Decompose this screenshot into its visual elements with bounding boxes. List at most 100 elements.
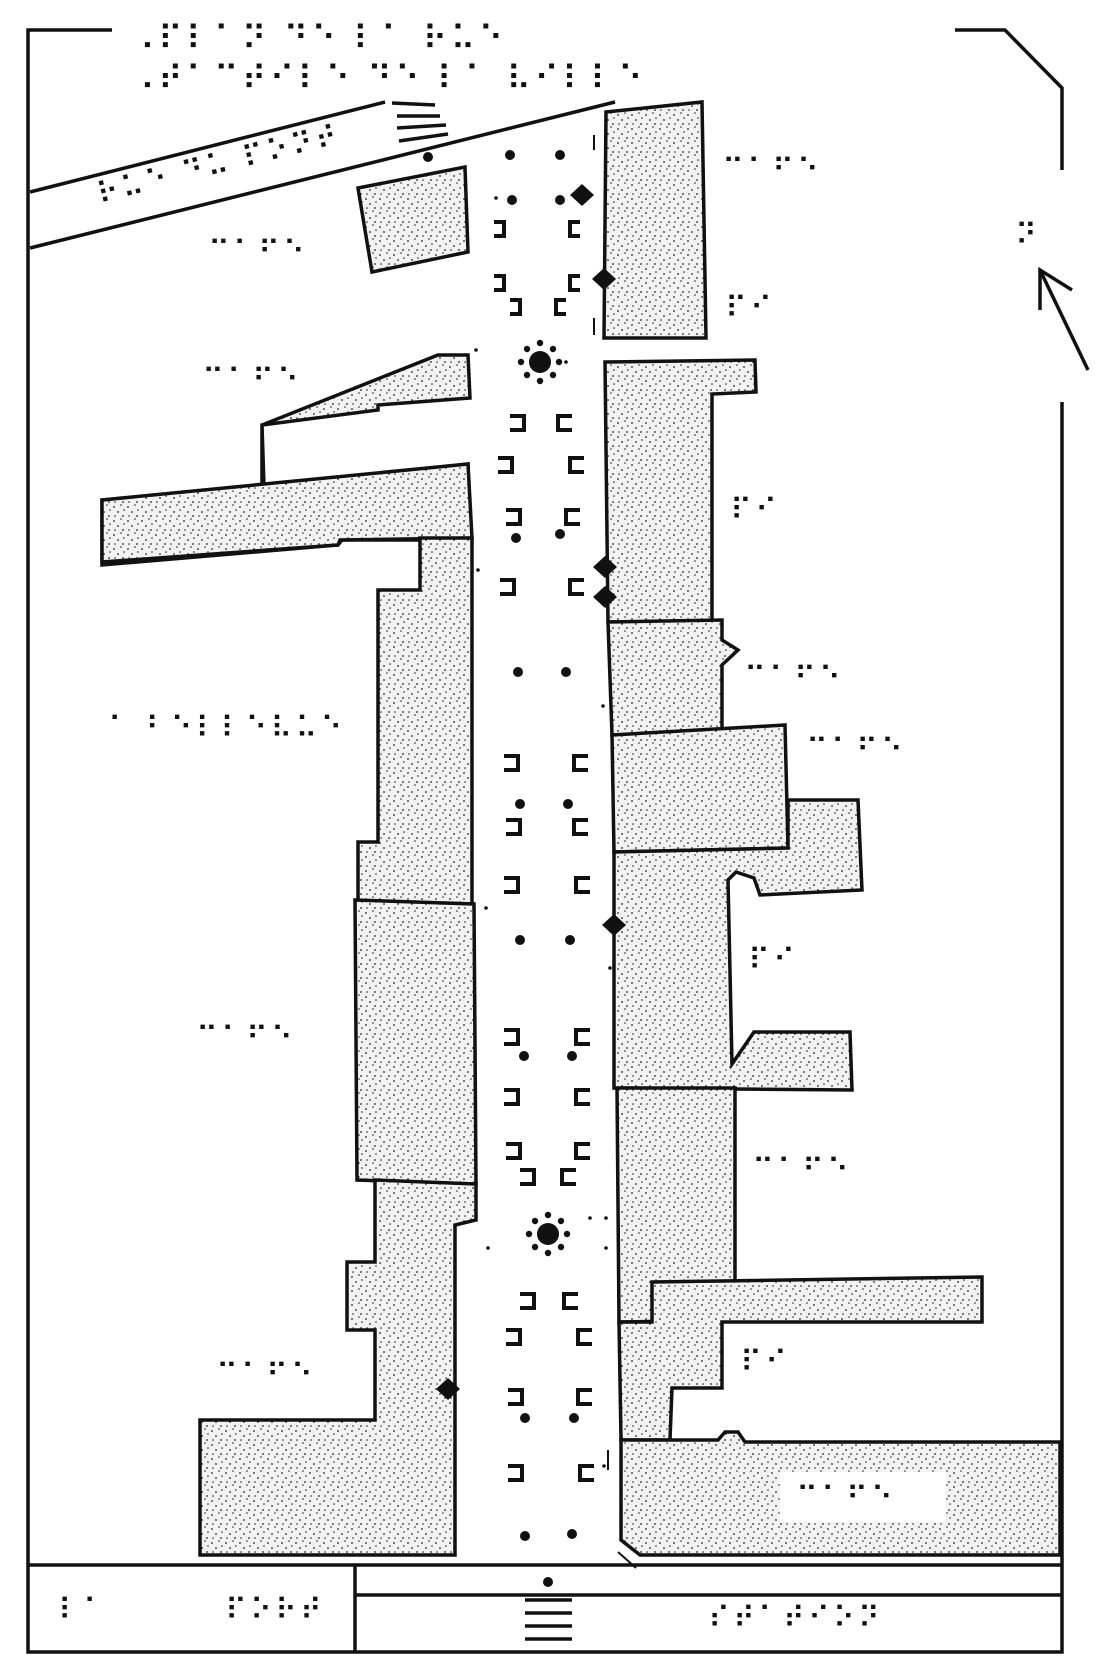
bench-icon bbox=[574, 1028, 590, 1046]
label-10: ⠉⠁⠋⠑ bbox=[752, 1153, 852, 1188]
bottom-left-label-1: ⠇⠁ bbox=[58, 1593, 108, 1628]
building bbox=[353, 898, 478, 1186]
label-1: ⠉⠁⠋⠑ bbox=[722, 153, 822, 188]
bench-icon bbox=[500, 578, 516, 596]
tree-icon bbox=[519, 1051, 529, 1061]
bench-icon bbox=[508, 1388, 524, 1406]
bench-icon bbox=[506, 508, 522, 526]
bench-icon bbox=[520, 1292, 536, 1310]
bench-icon bbox=[568, 274, 580, 292]
label-13: ⠉⠁⠋⠑ bbox=[796, 1481, 896, 1516]
entrance-icon bbox=[592, 268, 616, 290]
tree-icon bbox=[569, 1413, 579, 1423]
bench-icon bbox=[504, 1028, 520, 1046]
tree-icon bbox=[555, 529, 565, 539]
map-title-line-2: ⠠⠞⠁⠉⠞⠊⠇⠑ ⠙⠑ ⠇⠁ ⠧⠊⠇⠇⠑ bbox=[130, 59, 646, 99]
bench-icon bbox=[504, 1088, 520, 1106]
crosswalk-top-icon bbox=[391, 101, 449, 143]
bench-icon bbox=[560, 1168, 576, 1186]
building bbox=[617, 1275, 984, 1442]
building bbox=[356, 536, 474, 906]
fountain-icon bbox=[517, 339, 563, 385]
bench-icon bbox=[506, 1142, 522, 1160]
crosswalk-bottom-icon bbox=[525, 1598, 572, 1641]
label-4: ⠉⠁⠋⠑ bbox=[202, 363, 302, 398]
label-6: ⠉⠁⠋⠑ bbox=[744, 661, 844, 696]
curb-marks bbox=[593, 135, 637, 1569]
entrance-icon bbox=[570, 184, 594, 206]
tree-icon bbox=[567, 1051, 577, 1061]
tree-icon bbox=[505, 150, 515, 160]
bench-icon bbox=[576, 1328, 592, 1346]
bench-icon bbox=[574, 1142, 590, 1160]
building bbox=[610, 723, 790, 854]
bench-icon bbox=[562, 1292, 578, 1310]
trees bbox=[423, 150, 579, 1587]
entrance-icon bbox=[602, 914, 626, 936]
bench-icon bbox=[506, 818, 522, 836]
buildings bbox=[100, 100, 1062, 1557]
entrances bbox=[436, 184, 626, 1400]
cross-street-top: ⠗⠥⠑ ⠙⠥ ⠏⠕⠝⠞ bbox=[29, 100, 616, 250]
bench-icon bbox=[506, 1328, 522, 1346]
bench-icon bbox=[504, 876, 520, 894]
bench-icon bbox=[576, 1388, 592, 1406]
building bbox=[606, 618, 741, 737]
bench-icon bbox=[520, 1168, 536, 1186]
building bbox=[602, 100, 708, 340]
bottom-left-label-2: ⠏⠕⠗⠞ bbox=[225, 1593, 325, 1628]
label-12: ⠏⠊ bbox=[740, 1345, 790, 1380]
bench-icon bbox=[494, 274, 506, 292]
tree-icon bbox=[507, 195, 517, 205]
entrance-icon bbox=[593, 586, 617, 608]
bench-icon bbox=[564, 508, 580, 526]
bottom-street bbox=[28, 1563, 1062, 1652]
bench-icon bbox=[568, 456, 584, 474]
label-3: ⠏⠊ bbox=[725, 291, 775, 326]
label-8: ⠉⠁⠋⠑ bbox=[196, 1021, 296, 1056]
tree-icon bbox=[515, 935, 525, 945]
tree-icon bbox=[513, 667, 523, 677]
building bbox=[100, 462, 474, 564]
bench-icon bbox=[498, 456, 514, 474]
tree-icon bbox=[565, 935, 575, 945]
north-label: ⠝ bbox=[1015, 218, 1040, 253]
bench-icon bbox=[568, 578, 584, 596]
bench-icon bbox=[578, 1464, 594, 1482]
bench-icon bbox=[508, 1464, 524, 1482]
street-dots bbox=[474, 196, 612, 1468]
tree-icon bbox=[555, 150, 565, 160]
tree-icon bbox=[515, 799, 525, 809]
tree-icon bbox=[543, 1577, 553, 1587]
label-7: ⠉⠁⠋⠑ bbox=[806, 733, 906, 768]
bench-icon bbox=[568, 220, 580, 238]
bench-icon bbox=[504, 754, 520, 772]
tree-icon bbox=[511, 533, 521, 543]
benches bbox=[494, 220, 594, 1482]
tree-icon bbox=[563, 799, 573, 809]
bench-icon bbox=[574, 876, 590, 894]
bench-icon bbox=[554, 298, 566, 316]
tree-icon bbox=[567, 1529, 577, 1539]
bench-icon bbox=[494, 220, 506, 238]
bench-icon bbox=[572, 754, 588, 772]
entrance-icon bbox=[593, 556, 617, 578]
north-arrow-icon: ⠝ bbox=[1015, 218, 1090, 371]
tree-icon bbox=[520, 1531, 530, 1541]
label-2: ⠉⠁⠋⠑ bbox=[208, 235, 308, 270]
bench-icon bbox=[510, 298, 522, 316]
bench-icon bbox=[556, 414, 572, 432]
bench-icon bbox=[572, 818, 588, 836]
bottom-right-label: ⠎⠞⠁⠞⠊⠕⠝ bbox=[708, 1601, 883, 1636]
fountain-icon bbox=[525, 1211, 571, 1257]
entrance-icon bbox=[436, 1378, 460, 1400]
tree-icon bbox=[555, 195, 565, 205]
label-box bbox=[780, 1472, 946, 1522]
map-frame bbox=[26, 28, 1064, 1654]
tree-icon bbox=[561, 667, 571, 677]
bench-icon bbox=[574, 1088, 590, 1106]
building bbox=[355, 164, 470, 275]
label-5: ⠏⠊ bbox=[730, 493, 780, 528]
west-long-label: ⠁ ⠃⠑⠇⠇⠑⠧⠥⠑ bbox=[108, 711, 345, 746]
